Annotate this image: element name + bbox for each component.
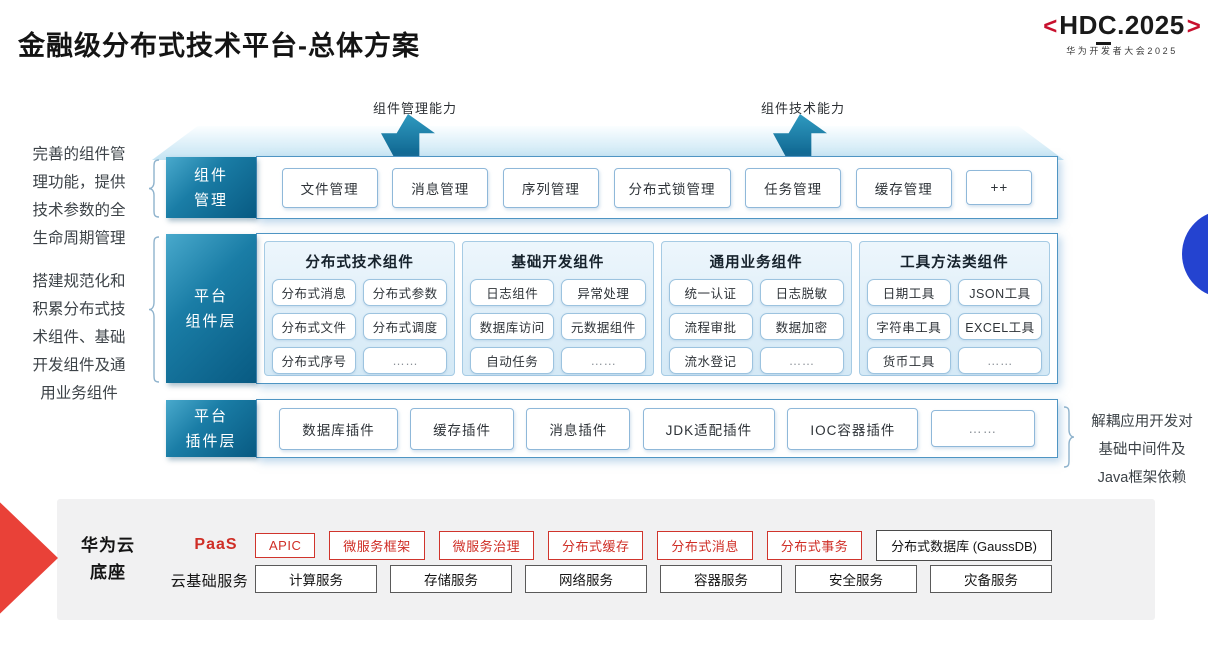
component-pill: 日志组件	[470, 279, 555, 306]
component-pill-more: ……	[561, 347, 646, 374]
group-title: 分布式技术组件	[305, 255, 414, 271]
plugin-item: JDK适配插件	[642, 407, 776, 450]
page-title: 金融级分布式技术平台-总体方案	[18, 31, 420, 61]
iaas-services-row: 计算服务 存储服务 网络服务 容器服务 安全服务 灾备服务	[255, 565, 1052, 593]
component-pill: EXCEL工具	[957, 313, 1042, 340]
layer-label-platform-plugins: 平台 插件层	[166, 400, 256, 457]
component-pill: JSON工具	[957, 279, 1042, 306]
left-brace-icon	[148, 236, 160, 383]
layer-label-line: 管理	[193, 191, 228, 209]
management-item: 分布式锁管理	[613, 167, 731, 208]
component-pill: 分布式消息	[272, 279, 357, 306]
capability-label-technology: 组件技术能力	[760, 101, 845, 116]
layer-component-management: 文件管理 消息管理 序列管理 分布式锁管理 任务管理 缓存管理 ++	[256, 156, 1058, 219]
component-pill-more: ……	[759, 347, 844, 374]
plugin-item: IOC容器插件	[787, 407, 919, 450]
logo-left-angle-icon: <	[1043, 13, 1058, 40]
component-pill: 自动任务	[470, 347, 555, 374]
right-brace-icon	[1063, 406, 1075, 468]
component-pill: 分布式文件	[272, 313, 357, 340]
management-item: 缓存管理	[855, 167, 952, 208]
capability-label-management: 组件管理能力	[372, 101, 457, 116]
note-component-management: 完善的组件管理功能，提供技术参数的全生命周期管理	[32, 146, 126, 247]
paas-service: 微服务治理	[438, 531, 535, 560]
component-pill: 日志脱敏	[759, 279, 844, 306]
paas-label: PaaS	[194, 536, 238, 553]
component-pill: 统一认证	[668, 279, 753, 306]
layer-platform-components: 分布式技术组件 分布式消息 分布式参数 分布式文件 分布式调度 分布式序号 ………	[256, 233, 1058, 384]
iaas-label: 云基础服务	[170, 573, 249, 590]
group-title: 通用业务组件	[709, 255, 803, 271]
iaas-service: 存储服务	[390, 565, 512, 593]
component-pill: 数据库访问	[470, 313, 555, 340]
red-arrow-icon	[0, 502, 58, 614]
layer-label-line: 组件层	[185, 312, 237, 330]
paas-service: 分布式消息	[657, 531, 753, 560]
iaas-service: 安全服务	[795, 565, 917, 593]
layer-label-component-management: 组件 管理	[166, 157, 256, 218]
component-pill: 分布式参数	[363, 279, 448, 306]
hdc-logo-wordmark: < HDC.2025 >	[1040, 10, 1204, 45]
component-pill: 数据加密	[759, 313, 844, 340]
layer-label-line: 平台	[193, 287, 228, 305]
paas-services-row: APIC 微服务框架 微服务治理 分布式缓存 分布式消息 分布式事务 分布式数据…	[255, 530, 1052, 561]
note-component-building: 搭建规范化和积累分布式技术组件、基础开发组件及通用业务组件	[32, 273, 126, 402]
group-basic-dev: 基础开发组件 日志组件 异常处理 数据库访问 元数据组件 自动任务 ……	[462, 241, 654, 376]
paas-service: 分布式事务	[766, 531, 863, 560]
iaas-service: 容器服务	[660, 565, 782, 593]
component-pill-more: ……	[957, 347, 1042, 374]
management-item: 任务管理	[745, 167, 842, 208]
paas-service: 微服务框架	[329, 531, 425, 560]
plugin-item: 数据库插件	[279, 407, 398, 450]
layer-label-line: 平台	[193, 407, 228, 425]
component-pill: 分布式序号	[272, 347, 357, 374]
iaas-service: 灾备服务	[930, 565, 1052, 593]
component-pill-more: ……	[363, 347, 448, 374]
iaas-service: 计算服务	[255, 565, 377, 593]
hdc-logo: < HDC.2025 > 华为开发者大会2025	[1040, 10, 1204, 57]
group-title: 基础开发组件	[511, 255, 605, 271]
platform-top-3d-band	[152, 126, 1064, 160]
logo-right-angle-icon: >	[1186, 13, 1201, 40]
layer-label-platform-components: 平台 组件层	[166, 234, 256, 383]
note-decoupling: 解耦应用开发对基础中间件及Java框架依赖	[1091, 414, 1193, 486]
component-pill: 流水登记	[668, 347, 753, 374]
component-pill: 货币工具	[866, 347, 951, 374]
layer-platform-plugins: 数据库插件 缓存插件 消息插件 JDK适配插件 IOC容器插件 ……	[256, 399, 1058, 458]
component-pill: 日期工具	[866, 279, 951, 306]
logo-text: HDC.2025	[1059, 10, 1185, 40]
component-pill: 异常处理	[561, 279, 646, 306]
component-pill: 流程审批	[668, 313, 753, 340]
layer-label-line: 组件	[193, 166, 228, 184]
blue-circle-decoration	[1182, 210, 1208, 298]
group-title: 工具方法类组件	[900, 255, 1009, 271]
logo-subtitle: 华为开发者大会2025	[1066, 46, 1178, 56]
plugin-item: 缓存插件	[410, 407, 515, 450]
paas-service: 分布式缓存	[547, 531, 644, 560]
paas-service: APIC	[255, 533, 316, 558]
management-item: 文件管理	[281, 167, 378, 208]
group-common-business: 通用业务组件 统一认证 日志脱敏 流程审批 数据加密 流水登记 ……	[660, 241, 852, 376]
layer-label-line: 插件层	[185, 432, 237, 450]
component-pill: 字符串工具	[866, 313, 951, 340]
foundation-label: 华为云 底座	[62, 532, 154, 586]
plugin-item-more: ……	[930, 410, 1035, 447]
paas-database-service: 分布式数据库 (GaussDB)	[876, 530, 1052, 561]
iaas-service: 网络服务	[525, 565, 647, 593]
group-distributed-tech: 分布式技术组件 分布式消息 分布式参数 分布式文件 分布式调度 分布式序号 ……	[264, 241, 456, 376]
logo-c-underline	[1096, 42, 1111, 45]
plugin-item: 消息插件	[526, 407, 631, 450]
group-utility-methods: 工具方法类组件 日期工具 JSON工具 字符串工具 EXCEL工具 货币工具 ……	[858, 241, 1050, 376]
management-item-more: ++	[966, 170, 1033, 205]
component-pill: 元数据组件	[561, 313, 646, 340]
foundation-label-line: 底座	[90, 563, 126, 582]
foundation-label-line: 华为云	[81, 536, 135, 555]
left-brace-icon	[148, 159, 160, 218]
management-item: 消息管理	[392, 167, 489, 208]
component-pill: 分布式调度	[363, 313, 448, 340]
management-item: 序列管理	[502, 167, 599, 208]
